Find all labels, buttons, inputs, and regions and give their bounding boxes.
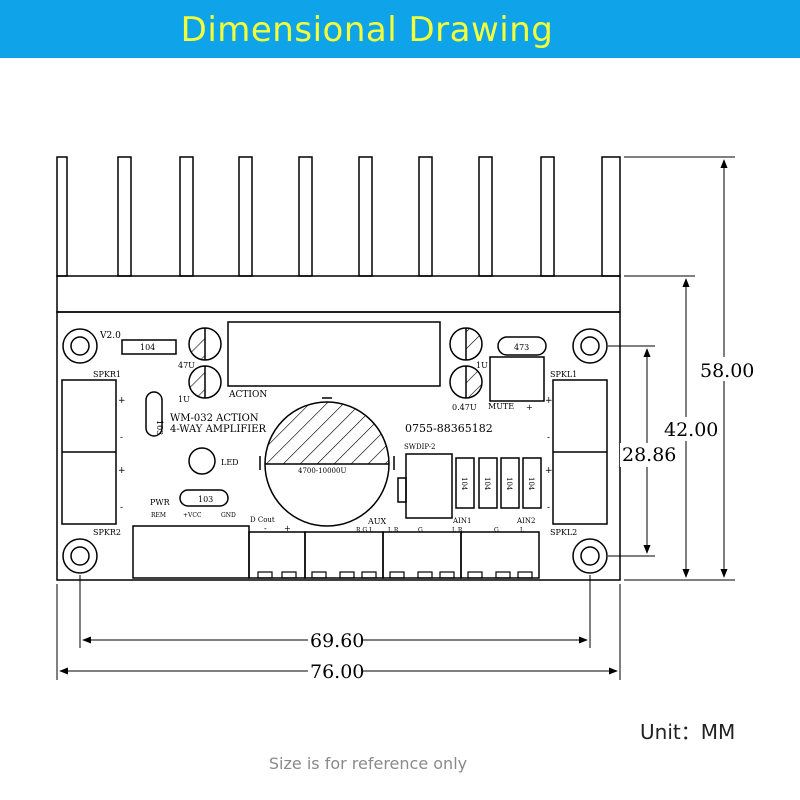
spkl-plus-bottom: + [545, 466, 553, 476]
cap-047u-label: 0.47U [452, 403, 477, 412]
spkl-minus-top: - [547, 433, 550, 443]
action-label: ACTION [228, 390, 267, 400]
cap-1u-right-label: 1U [476, 361, 488, 370]
aux-rgl-label: R G L [356, 527, 373, 534]
capacitor-hatching [189, 328, 482, 470]
ain2-g-label: G [494, 527, 499, 534]
dimension-values: 58.00 42.00 28.86 69.60 76.00 [308, 357, 754, 683]
spkl-minus-bottom: - [547, 503, 550, 513]
dim-total-height: 58.00 [700, 360, 754, 382]
dcout-label: D Cout [250, 516, 275, 524]
ain2-label: AIN2 [516, 517, 535, 525]
banner-title: Dimensional Drawing [180, 10, 554, 50]
spkl2-label: SPKL2 [550, 528, 577, 537]
connector-pins [257, 571, 533, 579]
pwr-label: PWR [150, 498, 171, 507]
res-473-label: 473 [514, 343, 529, 352]
ain1-label: AIN1 [452, 517, 471, 525]
disclaimer-text: Size is for reference only [268, 754, 468, 773]
vcc-label: +VCC [183, 512, 202, 519]
aux-label: AUX [367, 517, 387, 526]
dim-hole-horizontal: 69.60 [310, 630, 364, 652]
spkl1-label: SPKL1 [550, 370, 577, 379]
gnd-label: GND [221, 512, 236, 519]
ceramic-cap-4-label: 104 [527, 477, 535, 491]
subtitle-label: 4-WAY AMPLIFIER [170, 424, 267, 435]
phone-label: 0755-88365182 [405, 422, 493, 435]
ceramic-cap-1-label: 104 [460, 477, 468, 491]
spkr-plus-top: + [118, 396, 126, 406]
res-103-label: 103 [198, 495, 213, 504]
ain2-l-label: L [520, 527, 524, 534]
rem-label: REM [151, 512, 166, 519]
spkr1-label: SPKR1 [93, 370, 121, 379]
aux-r-label: L R [388, 527, 399, 534]
spkr-minus-bottom: - [120, 503, 123, 513]
unit-label: Unit：MM [640, 720, 736, 744]
model-label: WM-032 ACTION [170, 413, 259, 424]
dc-plus-label: + [284, 524, 291, 533]
res-103-vertical-label: 103 [155, 420, 164, 435]
title-banner: Dimensional Drawing [0, 0, 800, 58]
dimension-lines [56, 156, 735, 680]
heatsink [56, 156, 621, 313]
dim-board-height: 42.00 [664, 419, 718, 441]
dc-minus-label: - [264, 524, 267, 533]
version-label: V2.0 [99, 331, 121, 341]
swdip-label: SWDIP-2 [404, 443, 436, 451]
dim-board-width: 76.00 [310, 661, 364, 683]
cap-1u-left-label: 1U [178, 395, 190, 404]
cap-104-label: 104 [140, 343, 155, 352]
cap-47u-label: 47U [178, 361, 195, 370]
main-cap-label: 4700-10000U [298, 467, 346, 475]
mute-label: MUTE [488, 402, 514, 411]
led-label: LED [221, 458, 239, 467]
spkr2-label: SPKR2 [93, 528, 121, 537]
spkl-plus-top: + [545, 396, 553, 406]
ain1-lr-label: L R [452, 527, 463, 534]
ceramic-cap-2-label: 104 [483, 477, 491, 491]
mute-plus-label: + [526, 403, 533, 412]
pcb-labels: V2.0 104 47U 1U ACTION 1U 0.47U 473 MUTE… [93, 331, 577, 537]
g-mid-label: G [418, 527, 423, 534]
spkr-minus-top: - [120, 433, 123, 443]
spkr-plus-bottom: + [118, 466, 126, 476]
ceramic-cap-3-label: 104 [505, 477, 513, 491]
dim-hole-vertical: 28.86 [622, 444, 676, 466]
